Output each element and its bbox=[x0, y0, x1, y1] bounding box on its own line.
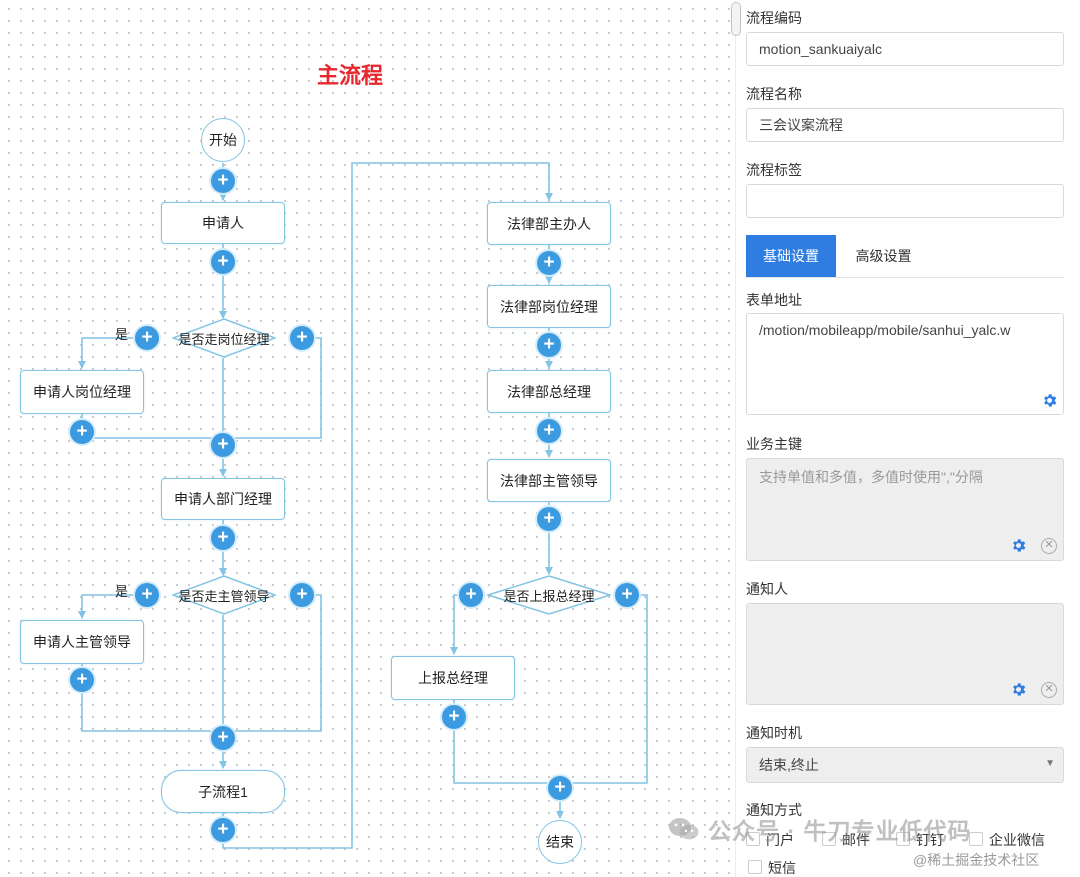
end-node[interactable]: 结束 bbox=[538, 820, 582, 864]
chevron-down-icon: ▼ bbox=[1045, 758, 1055, 769]
decision-post-manager[interactable]: 是否走岗位经理 bbox=[172, 318, 276, 358]
decision-supervisor[interactable]: 是否走主管领导 bbox=[172, 575, 276, 615]
node-legal-post-manager[interactable]: 法律部岗位经理 bbox=[487, 285, 611, 328]
node-report-gm[interactable]: 上报总经理 bbox=[391, 656, 515, 700]
add-node-plus-icon[interactable]: + bbox=[211, 433, 235, 457]
checkbox-portal[interactable] bbox=[746, 832, 760, 846]
settings-tabs: 基础设置 高级设置 bbox=[746, 235, 1064, 278]
add-node-plus-icon[interactable]: + bbox=[211, 526, 235, 550]
panel-scrollbar-thumb[interactable] bbox=[731, 2, 741, 36]
add-node-plus-icon[interactable]: + bbox=[211, 726, 235, 750]
form-address-label: 表单地址 bbox=[746, 292, 802, 308]
gear-icon[interactable] bbox=[1010, 681, 1027, 698]
node-legal-handler[interactable]: 法律部主办人 bbox=[487, 202, 611, 245]
add-branch-plus-icon[interactable]: + bbox=[615, 583, 639, 607]
business-key-placeholder: 支持单值和多值，多值时使用","分隔 bbox=[759, 469, 983, 485]
node-legal-general-manager[interactable]: 法律部总经理 bbox=[487, 370, 611, 413]
notify-person-label: 通知人 bbox=[746, 581, 788, 597]
add-branch-plus-icon[interactable]: + bbox=[290, 326, 314, 350]
start-node[interactable]: 开始 bbox=[201, 118, 245, 162]
flow-canvas[interactable]: 主流程 开始 + 申请人 + 是否走岗位经理 是 + + 申请人岗位经理 + +… bbox=[0, 0, 735, 877]
juejin-watermark: @稀土掘金技术社区 bbox=[913, 852, 1040, 868]
add-node-plus-icon[interactable]: + bbox=[537, 507, 561, 531]
node-applicant-dept-manager[interactable]: 申请人部门经理 bbox=[161, 478, 285, 520]
canvas-title: 主流程 bbox=[316, 63, 383, 88]
business-key-textarea[interactable]: 支持单值和多值，多值时使用","分隔 bbox=[746, 458, 1064, 561]
tab-advanced-settings[interactable]: 高级设置 bbox=[855, 248, 912, 264]
checkbox-sms[interactable] bbox=[748, 860, 762, 874]
checkbox-dingtalk-label: 钉钉 bbox=[916, 832, 944, 848]
wechat-watermark-text: 公众号 · 牛刀专业低代码 bbox=[708, 818, 972, 844]
add-node-plus-icon[interactable]: + bbox=[211, 818, 235, 842]
tab-basic-settings[interactable]: 基础设置 bbox=[746, 235, 836, 277]
checkbox-sms-label: 短信 bbox=[768, 860, 796, 876]
process-name-value: 三会议案流程 bbox=[759, 117, 843, 133]
checkbox-wecom-label: 企业微信 bbox=[989, 832, 1045, 848]
add-branch-plus-icon[interactable]: + bbox=[135, 583, 159, 607]
add-node-plus-icon[interactable]: + bbox=[70, 420, 94, 444]
add-node-plus-icon[interactable]: + bbox=[211, 250, 235, 274]
node-applicant-supervisor[interactable]: 申请人主管领导 bbox=[20, 620, 144, 664]
decision-report-gm[interactable]: 是否上报总经理 bbox=[487, 575, 611, 615]
node-applicant[interactable]: 申请人 bbox=[161, 202, 285, 244]
checkbox-wecom[interactable] bbox=[969, 832, 983, 846]
clear-icon[interactable]: ✕ bbox=[1041, 538, 1057, 554]
add-node-plus-icon[interactable]: + bbox=[537, 251, 561, 275]
checkbox-dingtalk[interactable] bbox=[896, 832, 910, 846]
checkbox-email[interactable] bbox=[822, 832, 836, 846]
notify-timing-label: 通知时机 bbox=[746, 725, 802, 741]
add-node-plus-icon[interactable]: + bbox=[537, 419, 561, 443]
notify-person-textarea[interactable] bbox=[746, 603, 1064, 705]
clear-icon[interactable]: ✕ bbox=[1041, 682, 1057, 698]
add-node-plus-icon[interactable]: + bbox=[211, 169, 235, 193]
decision-diamond-shape bbox=[172, 575, 276, 615]
add-branch-plus-icon[interactable]: + bbox=[135, 326, 159, 350]
process-name-input[interactable]: 三会议案流程 bbox=[746, 108, 1064, 142]
form-address-textarea[interactable]: /motion/mobileapp/mobile/sanhui_yalc.w bbox=[746, 313, 1064, 415]
decision-label: 是否走主管领导 bbox=[178, 588, 270, 604]
decision-label: 是否上报总经理 bbox=[503, 588, 595, 604]
branch-yes-label: 是 bbox=[115, 584, 129, 599]
checkbox-email-label: 邮件 bbox=[842, 832, 870, 848]
decision-diamond-shape bbox=[487, 575, 611, 615]
node-legal-supervisor[interactable]: 法律部主管领导 bbox=[487, 459, 611, 502]
process-code-value: motion_sankuaiyalc bbox=[759, 41, 882, 57]
node-applicant-post-manager[interactable]: 申请人岗位经理 bbox=[20, 370, 144, 414]
process-code-label: 流程编码 bbox=[746, 10, 802, 26]
wechat-watermark: 公众号 · 牛刀专业低代码 bbox=[668, 812, 971, 846]
branch-yes-label: 是 bbox=[115, 327, 129, 342]
gear-icon[interactable] bbox=[1010, 537, 1027, 554]
form-address-value: /motion/mobileapp/mobile/sanhui_yalc.w bbox=[759, 322, 1011, 338]
decision-label: 是否走岗位经理 bbox=[178, 331, 270, 347]
checkbox-portal-label: 门户 bbox=[766, 832, 794, 848]
process-tag-label: 流程标签 bbox=[746, 162, 802, 178]
decision-diamond-shape bbox=[172, 318, 276, 358]
process-name-label: 流程名称 bbox=[746, 86, 802, 102]
notify-method-label: 通知方式 bbox=[746, 802, 802, 818]
wechat-logo-icon bbox=[668, 816, 700, 842]
add-branch-plus-icon[interactable]: + bbox=[290, 583, 314, 607]
process-tag-input[interactable] bbox=[746, 184, 1064, 218]
add-node-plus-icon[interactable]: + bbox=[442, 705, 466, 729]
node-subprocess[interactable]: 子流程1 bbox=[161, 770, 285, 813]
notify-timing-value: 结束,终止 bbox=[759, 757, 819, 773]
add-node-plus-icon[interactable]: + bbox=[537, 333, 561, 357]
properties-panel: 流程编码 motion_sankuaiyalc 流程名称 三会议案流程 流程标签… bbox=[731, 0, 1080, 877]
process-code-input[interactable]: motion_sankuaiyalc bbox=[746, 32, 1064, 66]
add-branch-plus-icon[interactable]: + bbox=[459, 583, 483, 607]
add-node-plus-icon[interactable]: + bbox=[70, 668, 94, 692]
add-node-plus-icon[interactable]: + bbox=[548, 776, 572, 800]
gear-icon[interactable] bbox=[1041, 392, 1058, 409]
business-key-label: 业务主键 bbox=[746, 436, 802, 452]
notify-timing-select[interactable]: 结束,终止 ▼ bbox=[746, 747, 1064, 783]
flow-edges bbox=[78, 162, 648, 849]
